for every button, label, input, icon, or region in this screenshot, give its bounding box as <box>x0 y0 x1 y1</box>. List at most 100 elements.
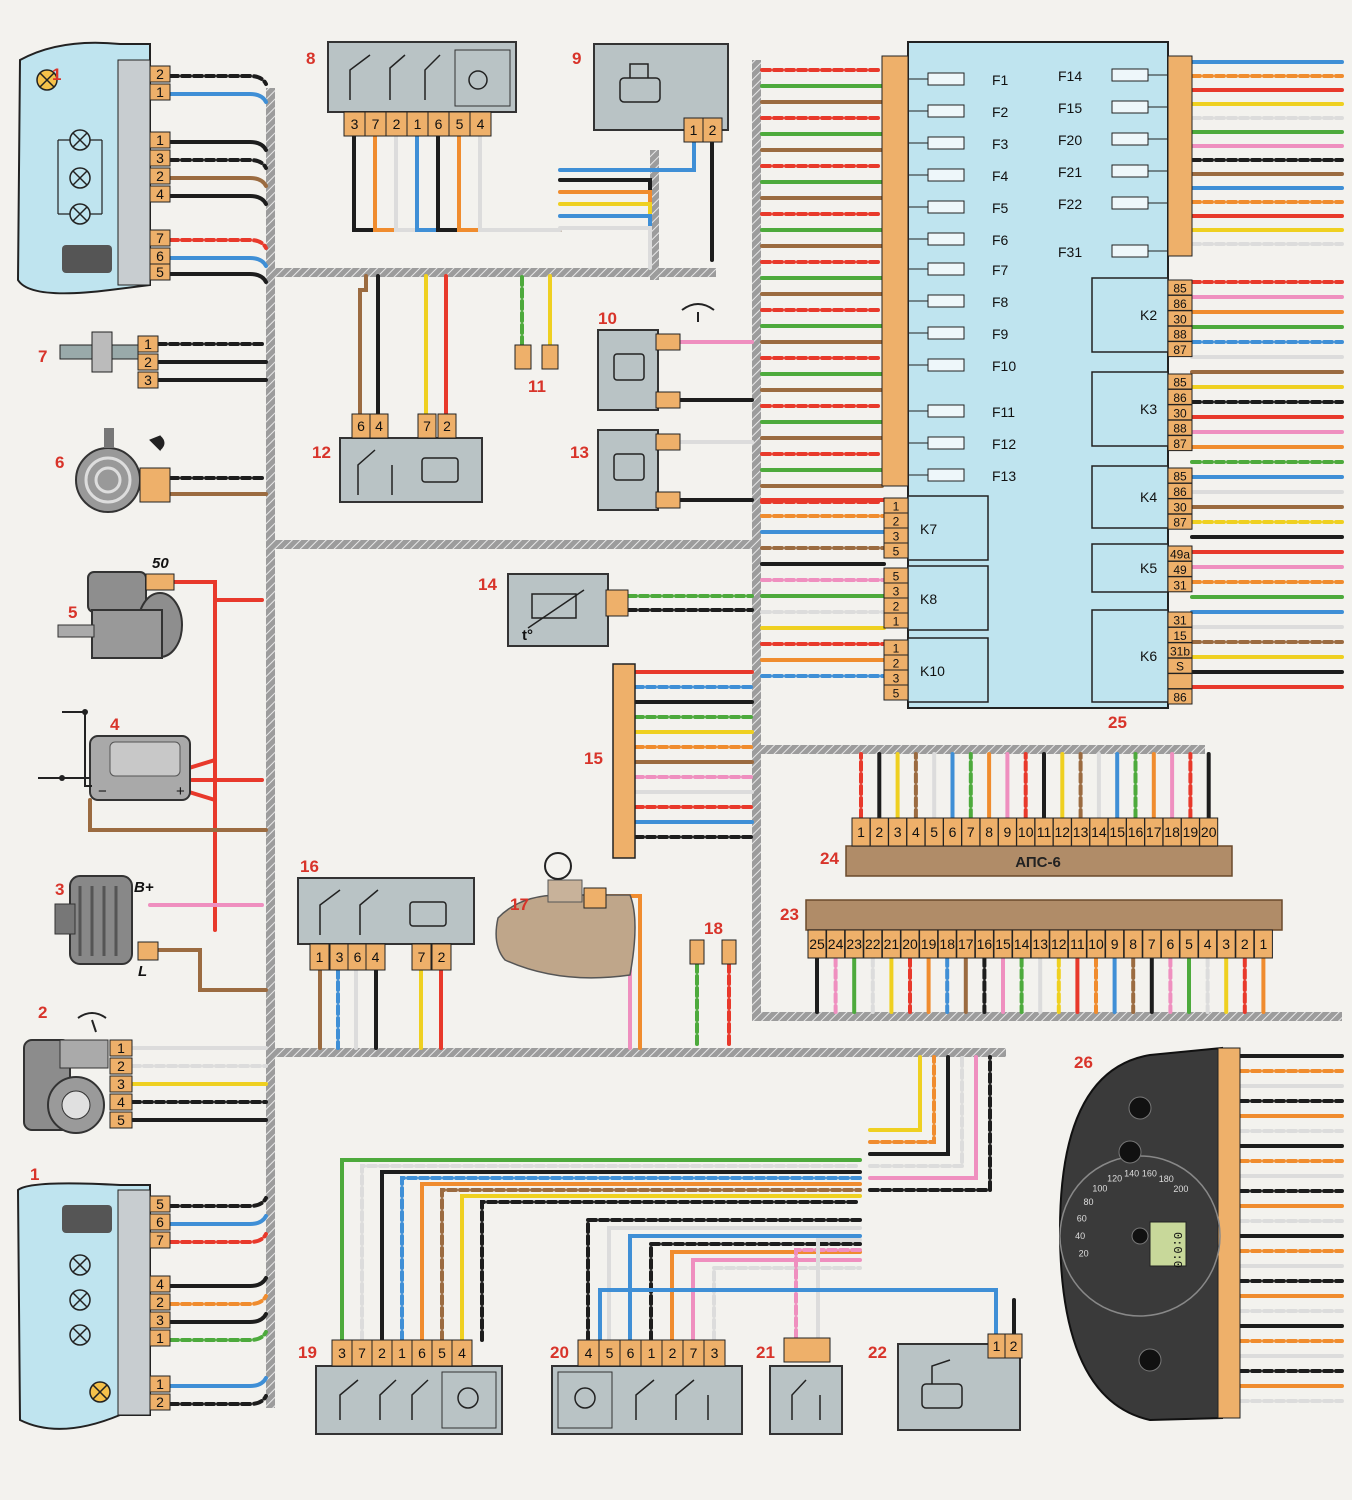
harness-trunks <box>266 60 1342 1408</box>
component-number: 21 <box>756 1343 775 1362</box>
pin-label: 4 <box>156 1276 164 1292</box>
pin-label: 1 <box>1260 936 1268 952</box>
pin-label: 86 <box>1173 691 1187 705</box>
fuse-list: F1F2F3F4F5F6F7F8F9F10F11F12F13F14F15F20F… <box>908 68 1168 484</box>
pin <box>1235 929 1255 959</box>
pin-label: 20 <box>1201 824 1217 840</box>
component-number: 1 <box>30 1165 39 1184</box>
terminal-l-label: L <box>138 963 147 980</box>
component-number: 10 <box>598 309 617 328</box>
pin-label: 6 <box>357 418 365 434</box>
pin-label: 1 <box>857 824 865 840</box>
fuse <box>927 232 965 246</box>
pin <box>1123 929 1143 959</box>
pin-label: 1 <box>117 1040 125 1056</box>
pin-label: 7 <box>690 1345 698 1361</box>
pin-label: 1 <box>156 84 164 100</box>
fuse <box>1111 68 1149 82</box>
fuse <box>1111 132 1149 146</box>
fuse-label: F15 <box>1058 100 1082 116</box>
relay-label: K3 <box>1140 401 1157 417</box>
wire <box>868 1055 992 1192</box>
wire <box>340 1158 862 1342</box>
pin <box>1167 435 1193 452</box>
pin <box>149 1375 171 1393</box>
sensor-18: 18 <box>689 919 737 965</box>
pin-label: 31b <box>1170 644 1190 658</box>
pin <box>1012 929 1032 959</box>
fuse-box-25: 25 F1F2F3F4F5F6F7F8F9F10F11F12F13F14F15F… <box>881 41 1193 732</box>
pin <box>365 943 386 971</box>
pin-label: 17 <box>1146 824 1162 840</box>
pin-label: 5 <box>893 545 900 559</box>
pin-label: 49 <box>1173 563 1187 577</box>
wire <box>868 1055 936 1144</box>
speed-tick: 40 <box>1075 1231 1085 1241</box>
pin-label: 5 <box>156 264 164 280</box>
pin-label: 2 <box>156 66 164 82</box>
sensor-11: 11 <box>514 344 559 396</box>
component-number: 14 <box>478 575 497 594</box>
fuse <box>1111 196 1149 210</box>
pin <box>1004 1333 1023 1359</box>
speed-tick: 200 <box>1173 1184 1188 1194</box>
pin-label: 3 <box>351 116 359 132</box>
wire <box>586 1218 862 1342</box>
fuse-label: F7 <box>992 262 1009 278</box>
pin-label: 86 <box>1173 391 1187 405</box>
pin <box>1199 817 1219 847</box>
pin-label: 4 <box>585 1345 593 1361</box>
wire <box>88 798 268 832</box>
pin-label: 1 <box>156 1376 164 1392</box>
pin-label: 14 <box>1014 936 1030 952</box>
pin <box>149 1293 171 1311</box>
relay-label: K4 <box>1140 489 1157 505</box>
pin-label: 30 <box>1173 406 1187 420</box>
component-number: 24 <box>820 849 839 868</box>
pin-label: 4 <box>117 1094 125 1110</box>
wire <box>558 226 652 270</box>
wire <box>360 1164 862 1342</box>
pin-label: 86 <box>1173 297 1187 311</box>
pin-label: 10 <box>1018 824 1034 840</box>
wire <box>868 1055 950 1156</box>
pin-label: 2 <box>875 824 883 840</box>
switch-21: 21 <box>756 1337 843 1435</box>
pin-label: 3 <box>711 1345 719 1361</box>
pin <box>1216 929 1236 959</box>
pin-label: 2 <box>1241 936 1249 952</box>
pin-label: 5 <box>893 570 900 584</box>
pin-label: 30 <box>1173 312 1187 326</box>
pin <box>437 413 457 439</box>
pin-label: 21 <box>884 936 900 952</box>
pin-label: 85 <box>1173 376 1187 390</box>
component-number: 8 <box>306 49 315 68</box>
speed-tick: 20 <box>1079 1249 1089 1259</box>
fuse-label: F8 <box>992 294 1009 310</box>
battery-4: − + 4 <box>38 709 191 801</box>
pin-label: 24 <box>828 936 844 952</box>
pin-label: 5 <box>606 1345 614 1361</box>
gauge-knob <box>1128 1096 1152 1120</box>
pin-label: 7 <box>156 230 164 246</box>
wire <box>168 1330 268 1342</box>
relay-label: K10 <box>920 663 945 679</box>
component-number: 6 <box>55 453 64 472</box>
wire <box>168 1214 268 1226</box>
fuse <box>927 200 965 214</box>
wire <box>460 1194 862 1342</box>
pin <box>137 335 159 353</box>
fuse <box>1111 164 1149 178</box>
pin-label: 8 <box>1129 936 1137 952</box>
pin <box>883 684 909 701</box>
pin-label: 3 <box>893 672 900 686</box>
lamp-icon <box>574 1387 596 1409</box>
pin <box>807 929 827 959</box>
pin-label: 1 <box>893 500 900 514</box>
